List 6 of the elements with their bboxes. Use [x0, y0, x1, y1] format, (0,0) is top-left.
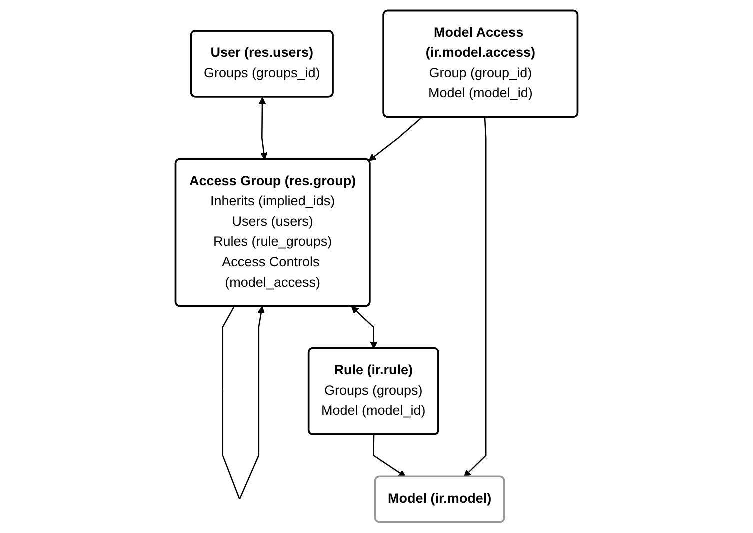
arrow — [222, 306, 265, 500]
arrow — [368, 117, 422, 162]
arrow — [258, 97, 268, 160]
arrow — [464, 118, 486, 478]
arrow — [351, 306, 378, 350]
arrow — [372, 434, 406, 478]
